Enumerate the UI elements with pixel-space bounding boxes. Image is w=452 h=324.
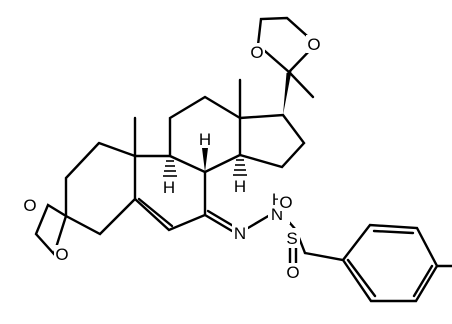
atom-label-sulfonyl-o-top: O: [278, 193, 294, 212]
atom-label-ketal-o-lower: O: [54, 245, 70, 264]
atom-label-imine-n: N: [232, 224, 248, 243]
svg-text:N: N: [234, 224, 246, 243]
svg-text:O: O: [279, 193, 292, 212]
hashed-bond-c14-h: [233, 159, 247, 176]
hashed-bond-c9-h: [163, 160, 177, 177]
svg-text:H: H: [234, 177, 246, 196]
svg-text:O: O: [250, 43, 263, 62]
atom-label-h-c14: H: [233, 177, 247, 196]
atom-label-dioxolane-o-left: O: [249, 43, 265, 62]
svg-text:S: S: [286, 229, 297, 248]
atom-label-h-c9: H: [162, 178, 176, 197]
atom-label-sulfonyl-o-bottom: O: [285, 263, 301, 282]
svg-text:H: H: [199, 130, 211, 149]
atom-label-h-c8: H: [198, 130, 212, 149]
svg-text:O: O: [23, 196, 36, 215]
atom-label-dioxolane-o-right: O: [306, 35, 322, 54]
svg-text:O: O: [286, 263, 299, 282]
svg-text:O: O: [307, 35, 320, 54]
svg-text:O: O: [55, 245, 68, 264]
atom-label-sulfur: S: [284, 228, 300, 248]
atom-label-ketal-o-upper: O: [22, 196, 38, 215]
wedge-bond-c17-sidechain: [283, 71, 292, 115]
svg-text:H: H: [163, 178, 175, 197]
wedge-bond-c8-h: [202, 148, 208, 172]
